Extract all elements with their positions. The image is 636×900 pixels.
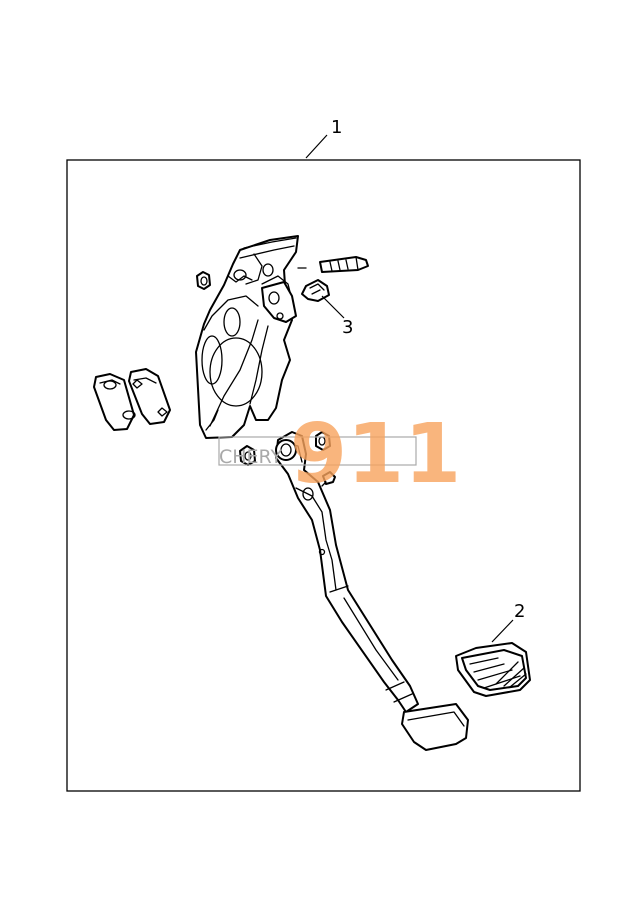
kit-frame [66, 159, 581, 792]
pedal-pad-icon [455, 642, 531, 697]
watermark: CHERY 911 [218, 407, 461, 502]
callout-2-label: 2 [514, 601, 525, 622]
pedal-bracket-icon [195, 235, 299, 439]
callout-1-label: 1 [331, 117, 342, 138]
callout-2[interactable]: 2 [491, 601, 525, 643]
gasket-icon [93, 368, 171, 431]
brake-pedal-arm-icon [275, 431, 469, 751]
callout-1[interactable]: 1 [305, 117, 342, 159]
nut-icon [239, 445, 256, 466]
callout-3-label: 3 [342, 317, 353, 338]
watermark-number: 911 [290, 407, 461, 502]
screw-icon [321, 471, 336, 487]
callout-3[interactable]: 3 [321, 295, 353, 338]
bolt-icon [319, 256, 369, 273]
watermark-brand: CHERY [219, 446, 283, 468]
brake-light-switch-icon [301, 279, 330, 302]
nut-icon [196, 271, 211, 290]
